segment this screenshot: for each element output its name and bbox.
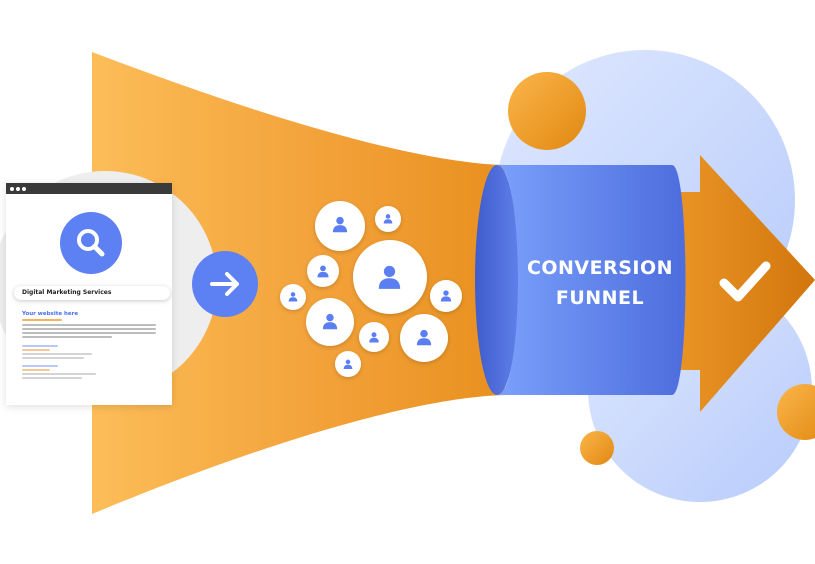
user-bubble — [280, 284, 306, 310]
user-bubble-cluster — [280, 201, 462, 377]
cylinder-body — [497, 165, 686, 395]
decorative-ball-edge — [777, 384, 815, 440]
cylinder-back-lip — [475, 165, 519, 395]
output-arrow — [650, 155, 815, 412]
funnel-horn — [92, 52, 505, 514]
browser-backdrop-circle — [0, 171, 217, 395]
arrow-right-icon — [192, 251, 258, 317]
funnel-cylinder — [475, 165, 686, 395]
checkmark-icon — [719, 261, 771, 302]
decorative-ball-small — [580, 431, 614, 465]
user-bubble — [400, 314, 448, 362]
decorative-ball-large — [508, 72, 586, 150]
user-bubble — [430, 280, 462, 312]
user-bubble — [306, 298, 354, 346]
user-bubble — [375, 206, 401, 232]
